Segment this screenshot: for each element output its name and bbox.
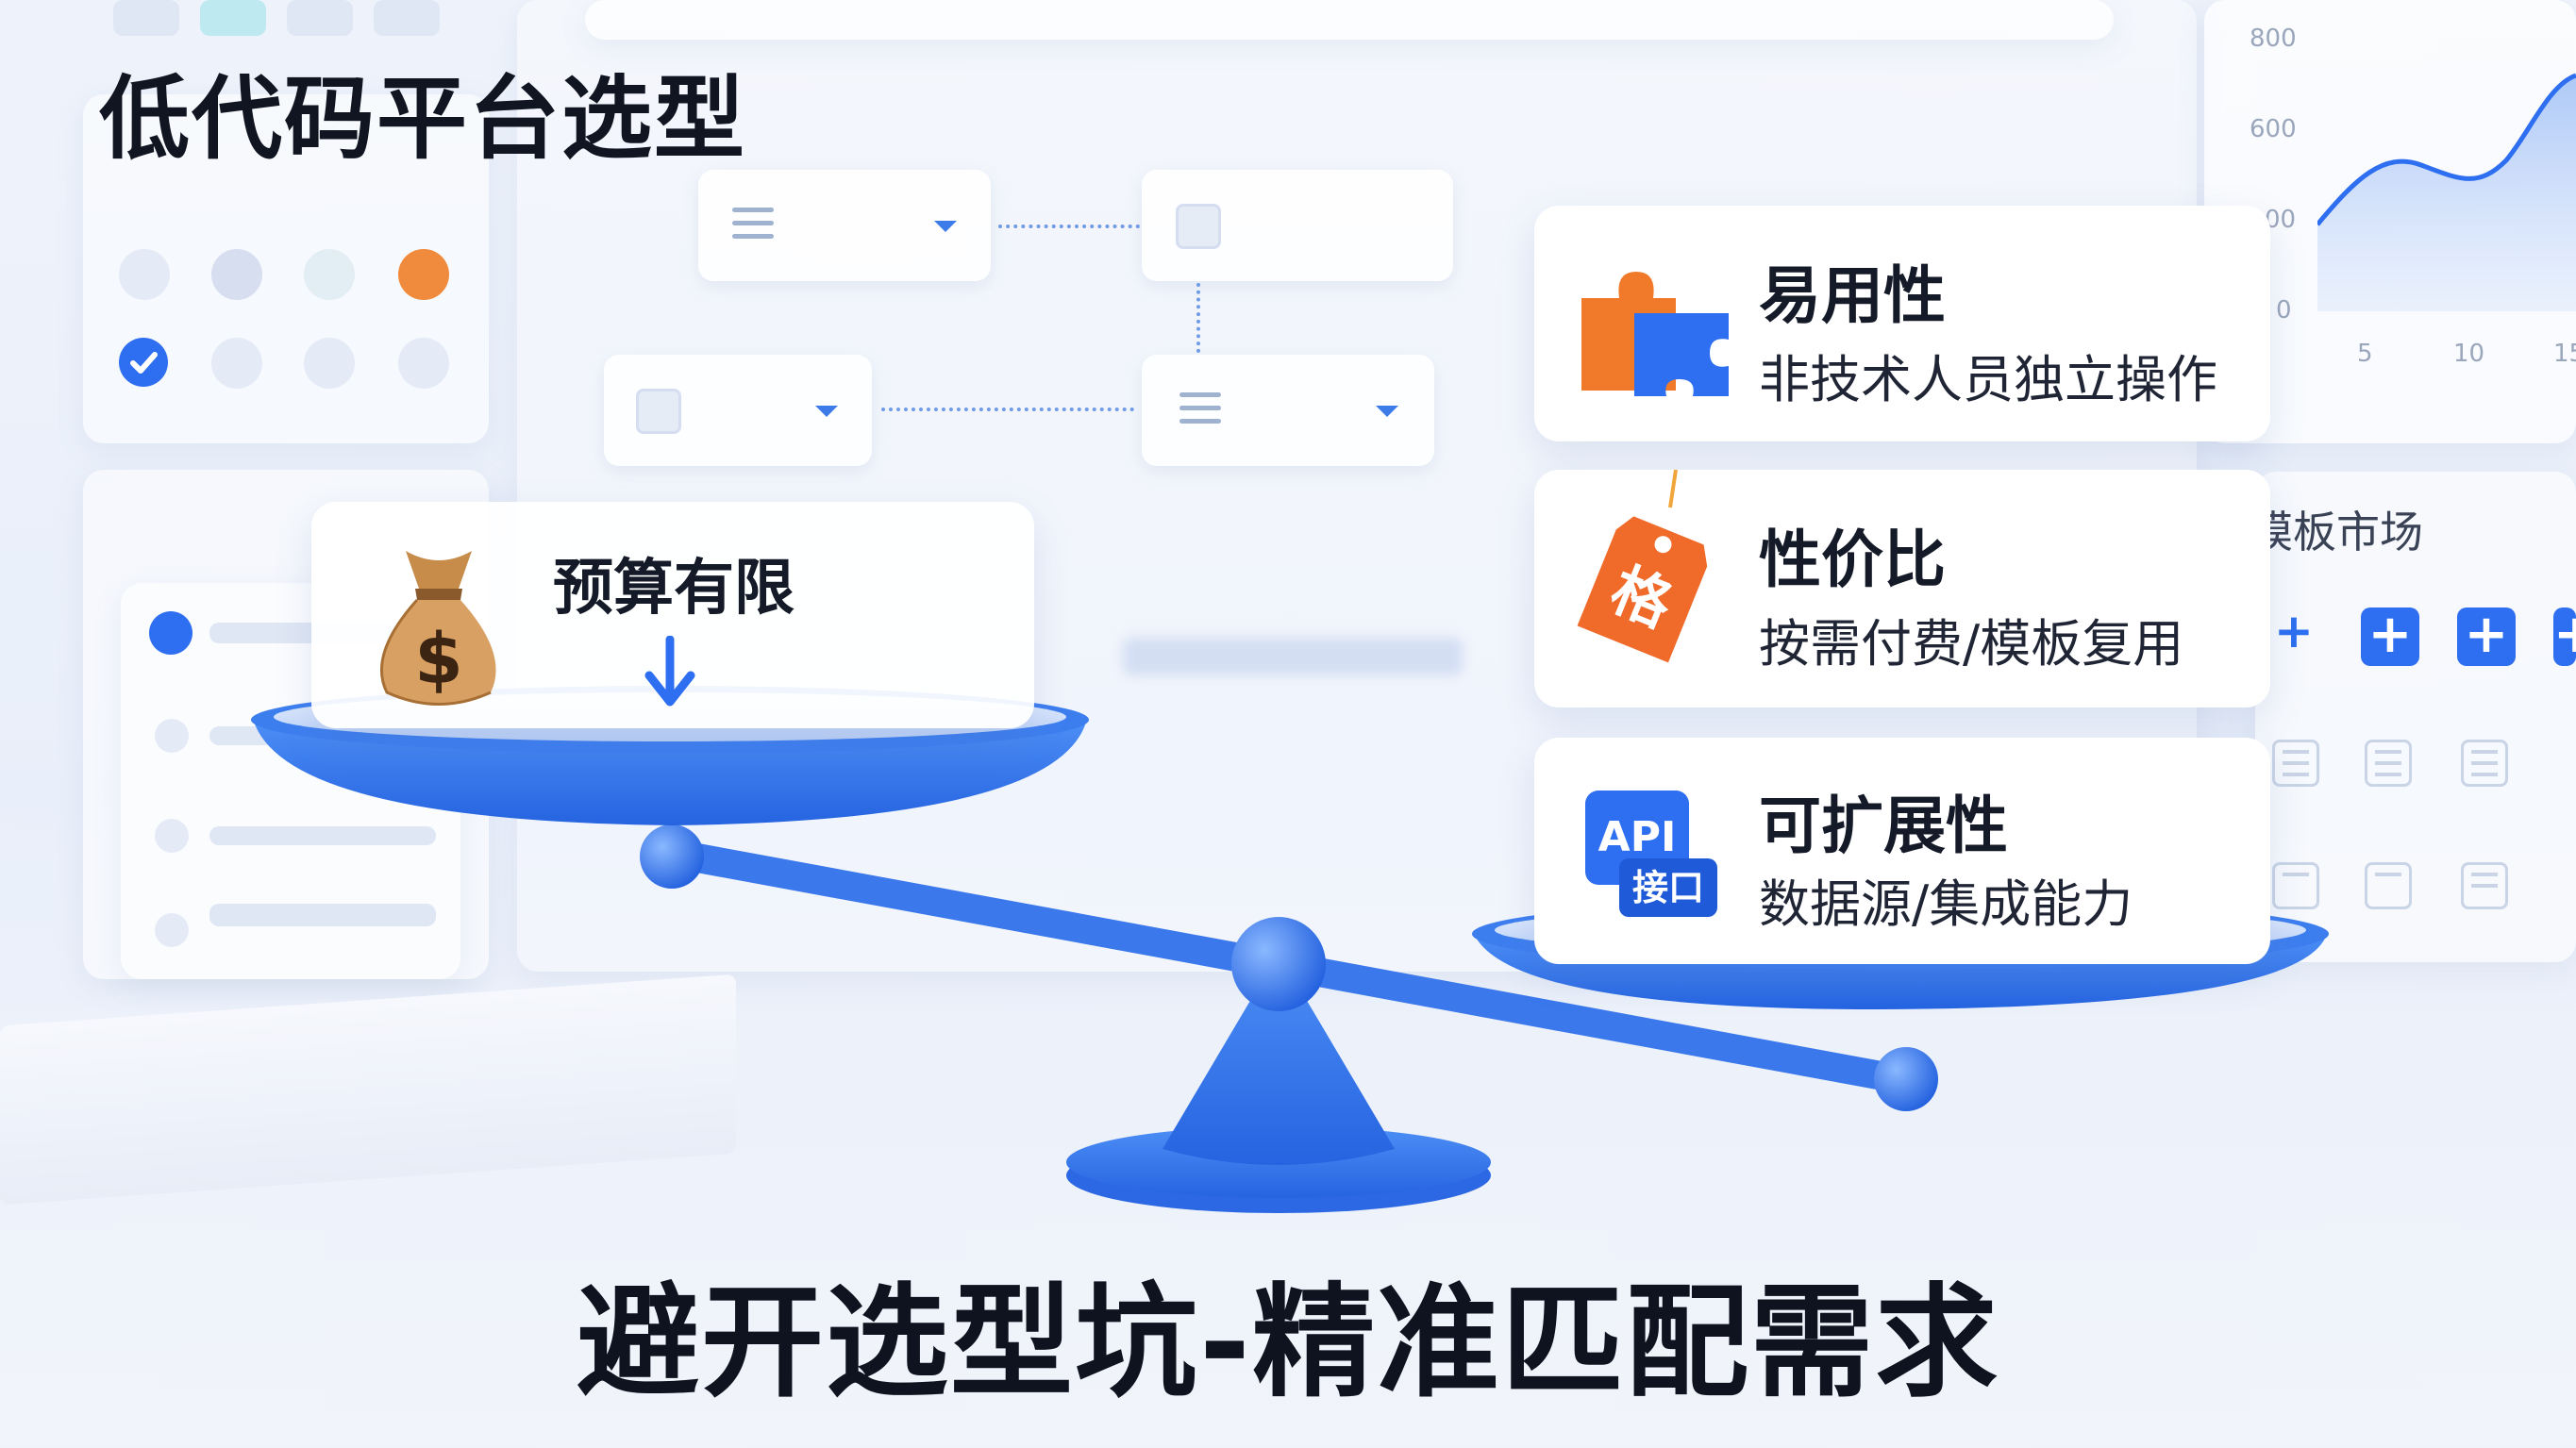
bg-list-line	[209, 904, 436, 926]
bg-dot	[119, 249, 170, 300]
puzzle-icon	[1581, 272, 1729, 396]
feature-subtitle: 数据源/集成能力	[1759, 874, 2133, 934]
feature-subtitle: 按需付费/模板复用	[1759, 614, 2184, 674]
list-icon	[2365, 740, 2412, 787]
bg-dot	[304, 338, 355, 389]
chevron-down-icon	[815, 406, 838, 417]
feature-card-extensibility: API 接口 可扩展性 数据源/集成能力	[1534, 738, 2270, 964]
money-bag-icon: $	[379, 551, 496, 706]
bg-dot-orange	[398, 249, 449, 300]
bg-connector	[1196, 283, 1200, 353]
bg-tab-1	[113, 0, 179, 36]
bg-area-chart	[2317, 73, 2576, 311]
chart-tick: 0	[2276, 296, 2292, 325]
chart-tick: 10	[2453, 340, 2485, 368]
bg-tab-3	[287, 0, 353, 36]
list-icon	[2461, 862, 2508, 909]
price-tag-icon: 格	[1577, 470, 1708, 663]
bg-select-left	[604, 355, 872, 466]
bg-dot	[211, 338, 262, 389]
feature-card-cost: 格 性价比 按需付费/模板复用	[1534, 470, 2270, 707]
list-icon	[2461, 740, 2508, 787]
api-icon: API 接口	[1585, 791, 1717, 917]
svg-text:$: $	[414, 619, 463, 700]
add-icon: +	[2274, 604, 2314, 658]
feature-subtitle: 非技术人员独立操作	[1759, 350, 2217, 409]
chevron-down-icon	[934, 221, 957, 232]
page-title: 低代码平台选型	[99, 66, 746, 172]
bg-dot	[398, 338, 449, 389]
template-market-label: 模板市场	[2250, 507, 2423, 558]
add-template-button[interactable]: +	[2457, 607, 2516, 666]
menu-icon	[1179, 392, 1221, 424]
feature-title: 性价比	[1759, 524, 1946, 596]
check-icon	[119, 338, 168, 387]
bg-select-top	[698, 170, 991, 281]
list-icon	[2272, 862, 2319, 909]
bg-list-bullet	[155, 719, 189, 753]
budget-label: 预算有限	[553, 554, 795, 624]
list-icon	[2272, 740, 2319, 787]
api-sub-badge: 接口	[1619, 858, 1717, 917]
chart-tick: 600	[2250, 115, 2297, 143]
bg-dot	[211, 249, 262, 300]
bg-node-top-right	[1142, 170, 1453, 281]
chevron-down-icon	[1376, 406, 1398, 417]
chart-tick: 15	[2553, 340, 2576, 368]
list-icon	[2365, 862, 2412, 909]
feature-card-usability: 易用性 非技术人员独立操作	[1534, 206, 2270, 441]
add-template-button[interactable]: +	[2361, 607, 2419, 666]
bg-dot	[304, 249, 355, 300]
feature-title: 易用性	[1759, 259, 1946, 332]
add-template-button[interactable]: +	[2553, 604, 2576, 666]
feature-title: 可扩展性	[1759, 790, 2008, 862]
bg-select-right	[1142, 355, 1434, 466]
bg-market-panel	[2255, 472, 2576, 962]
bg-tab-2	[200, 0, 266, 36]
bg-list-bullet	[155, 819, 189, 853]
bg-connector	[881, 408, 1134, 411]
bg-square	[636, 389, 681, 434]
bg-list-bullet	[149, 611, 192, 655]
bg-blur-bar	[1123, 638, 1463, 675]
bg-top-bar	[585, 0, 2114, 40]
bg-list-bullet	[155, 913, 189, 947]
chart-tick: 5	[2357, 340, 2373, 368]
caption: 避开选型坑-精准匹配需求	[577, 1271, 1999, 1414]
arrow-down-icon	[644, 636, 695, 707]
bg-square	[1176, 204, 1221, 249]
bg-tab-4	[374, 0, 440, 36]
bg-connector	[998, 225, 1140, 228]
menu-icon	[732, 208, 774, 240]
bg-list-line	[209, 826, 436, 845]
chart-tick: 800	[2250, 25, 2297, 53]
budget-card: $ 预算有限	[311, 502, 1034, 728]
